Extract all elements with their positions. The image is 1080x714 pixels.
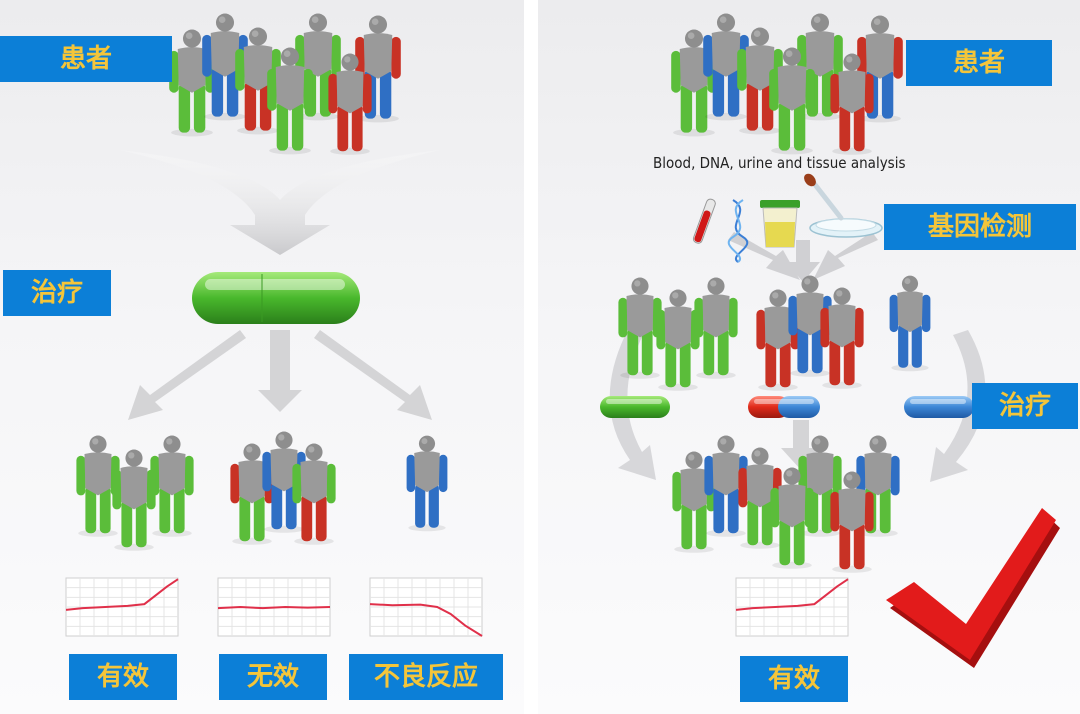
urine-cup-icon [760, 200, 800, 248]
person-figure-icon [672, 451, 716, 553]
patient-group-left [169, 13, 401, 155]
funnel-arrow-icon [120, 150, 440, 255]
person-figure-icon [788, 275, 832, 377]
person-figure-icon [704, 435, 748, 537]
outcome-label-ineffective: 无效 [219, 654, 327, 700]
non-responders-group [230, 431, 336, 545]
outcome-label-effective: 有效 [69, 654, 177, 700]
responders-group [76, 435, 194, 551]
green-pill-icon [600, 396, 670, 418]
blue-pill-icon [904, 396, 974, 418]
person-figure-icon [756, 289, 800, 391]
dna-icon [727, 199, 749, 263]
person-figure-icon [830, 471, 874, 573]
checkmark-icon [886, 508, 1060, 668]
right-curve-arrow-icon [930, 330, 986, 482]
person-figure-icon [703, 13, 749, 121]
person-figure-icon [267, 47, 313, 155]
patients-label-right: 患者 [906, 40, 1052, 86]
ineffective-trend-chart [217, 577, 331, 637]
person-figure-icon [820, 287, 864, 389]
green-pill-icon [192, 272, 360, 324]
treatment-label-right: 治疗 [972, 383, 1078, 429]
person-figure-icon [889, 275, 931, 372]
person-figure-icon [656, 289, 700, 391]
traditional-treatment-panel: 患者 治疗 有效 无效 不良反应 [0, 0, 524, 714]
person-figure-icon [230, 443, 274, 545]
left-illustration [65, 13, 483, 637]
outcome-label-adverse: 不良反应 [349, 654, 503, 700]
effective-trend-chart-right [735, 577, 849, 637]
branch-arrow-right-icon [314, 330, 432, 420]
person-figure-icon [694, 277, 738, 379]
branch-arrow-middle-icon [258, 330, 302, 412]
person-figure-icon [618, 277, 662, 379]
patient-group-right [671, 13, 903, 155]
person-figure-icon [112, 449, 156, 551]
treated-patient-group [672, 435, 900, 573]
adverse-reaction-group [406, 435, 448, 532]
person-figure-icon [738, 447, 782, 549]
person-figure-icon [150, 435, 194, 537]
person-figure-icon [770, 467, 814, 569]
stratified-patient-groups [618, 275, 931, 391]
patients-label: 患者 [0, 36, 172, 82]
pipette-dish-icon [804, 173, 883, 238]
person-figure-icon [355, 15, 401, 123]
person-figure-icon [830, 53, 874, 155]
effective-trend-chart [65, 577, 179, 637]
person-figure-icon [769, 47, 815, 155]
left-curve-arrow-icon [609, 320, 656, 480]
genetic-test-label: 基因检测 [884, 204, 1076, 250]
person-figure-icon [406, 435, 448, 532]
branch-arrow-left-icon [128, 330, 246, 420]
adverse-trend-chart [369, 577, 483, 637]
right-illustration [600, 13, 1060, 668]
analysis-caption: Blood, DNA, urine and tissue analysis [653, 154, 906, 172]
red-blue-pill-icon [748, 396, 820, 418]
treatment-label: 治疗 [3, 270, 111, 316]
person-figure-icon [292, 443, 336, 545]
person-figure-icon [328, 53, 372, 155]
precision-medicine-panel: Blood, DNA, urine and tissue analysis 患者… [538, 0, 1080, 714]
analysis-arrows-icon [728, 232, 878, 282]
outcome-label-right: 有效 [740, 656, 848, 702]
person-figure-icon [737, 27, 783, 135]
test-tube-icon [692, 198, 716, 244]
